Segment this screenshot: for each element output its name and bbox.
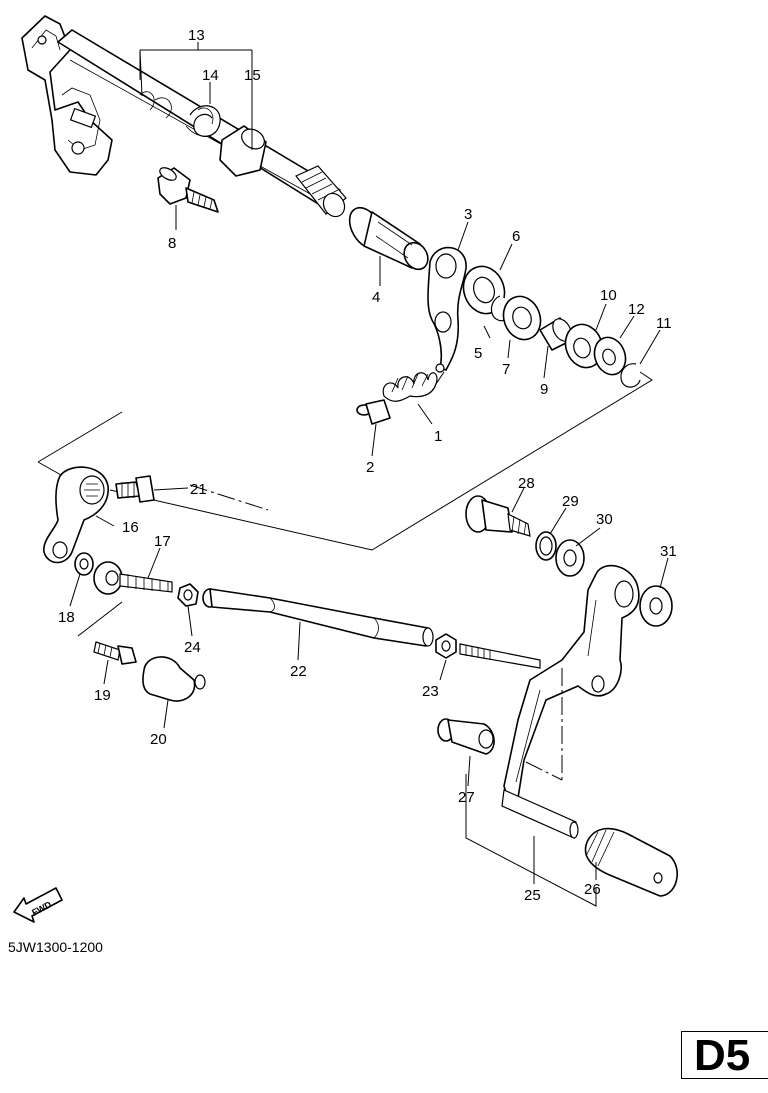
label-4: 4 bbox=[372, 289, 380, 306]
label-13: 13 bbox=[188, 27, 205, 44]
label-8: 8 bbox=[168, 235, 176, 252]
collar-27 bbox=[437, 718, 495, 755]
label-20: 20 bbox=[150, 731, 167, 748]
washer-30 bbox=[555, 539, 585, 577]
bolt-21 bbox=[115, 475, 155, 503]
label-11: 11 bbox=[656, 315, 672, 332]
fwd-arrow-icon: FWD bbox=[13, 887, 63, 923]
label-3: 3 bbox=[464, 206, 472, 223]
pin-2 bbox=[356, 399, 391, 425]
label-9: 9 bbox=[540, 381, 548, 398]
label-18: 18 bbox=[58, 609, 75, 626]
washer-7 bbox=[502, 295, 542, 341]
bushing-4 bbox=[348, 206, 429, 271]
bolt-19 bbox=[93, 641, 137, 665]
label-7: 7 bbox=[502, 361, 510, 378]
label-10: 10 bbox=[600, 287, 617, 304]
label-25: 25 bbox=[524, 887, 541, 904]
shift-shaft-spring bbox=[189, 105, 221, 137]
label-31: 31 bbox=[660, 543, 677, 560]
shift-arm-3 bbox=[427, 246, 467, 373]
bolt-28 bbox=[465, 495, 531, 537]
spring-1 bbox=[382, 372, 438, 402]
nut-23 bbox=[435, 633, 457, 659]
washer-18 bbox=[74, 552, 94, 576]
label-12: 12 bbox=[628, 301, 645, 318]
shift-rod-22 bbox=[202, 588, 434, 647]
nut-24 bbox=[177, 583, 199, 607]
label-24: 24 bbox=[184, 639, 201, 656]
label-16: 16 bbox=[122, 519, 139, 536]
shift-pedal-25 bbox=[503, 564, 640, 801]
label-22: 22 bbox=[290, 663, 307, 680]
shift-shaft-assembly bbox=[21, 15, 347, 218]
cover-20 bbox=[142, 656, 206, 702]
leader-lines bbox=[69, 42, 669, 884]
page-code-box: D5 bbox=[681, 1031, 768, 1080]
label-1: 1 bbox=[434, 428, 442, 445]
label-17: 17 bbox=[154, 533, 171, 550]
label-19: 19 bbox=[94, 687, 111, 704]
label-26: 26 bbox=[584, 881, 601, 898]
footpeg-rubber-26 bbox=[584, 827, 679, 897]
label-23: 23 bbox=[422, 683, 439, 700]
label-28: 28 bbox=[518, 475, 535, 492]
circlip-11 bbox=[620, 363, 641, 388]
label-21: 21 bbox=[190, 481, 207, 498]
label-6: 6 bbox=[512, 228, 520, 245]
washer-31 bbox=[639, 585, 673, 627]
washer-12 bbox=[593, 336, 627, 376]
callout-labels: 1 2 3 4 5 6 7 8 9 10 11 12 13 14 15 16 1… bbox=[58, 27, 677, 904]
page-code: D5 bbox=[694, 1031, 751, 1080]
shift-arm-16 bbox=[43, 466, 109, 564]
label-29: 29 bbox=[562, 493, 579, 510]
label-2: 2 bbox=[366, 459, 374, 476]
bolt-8 bbox=[157, 167, 219, 213]
label-15: 15 bbox=[244, 67, 261, 84]
label-30: 30 bbox=[596, 511, 613, 528]
catalog-code: 5JW1300-1200 bbox=[8, 939, 103, 955]
label-14: 14 bbox=[202, 67, 219, 84]
label-27: 27 bbox=[458, 789, 475, 806]
rod-end-17 bbox=[93, 561, 173, 595]
label-5: 5 bbox=[474, 345, 482, 362]
